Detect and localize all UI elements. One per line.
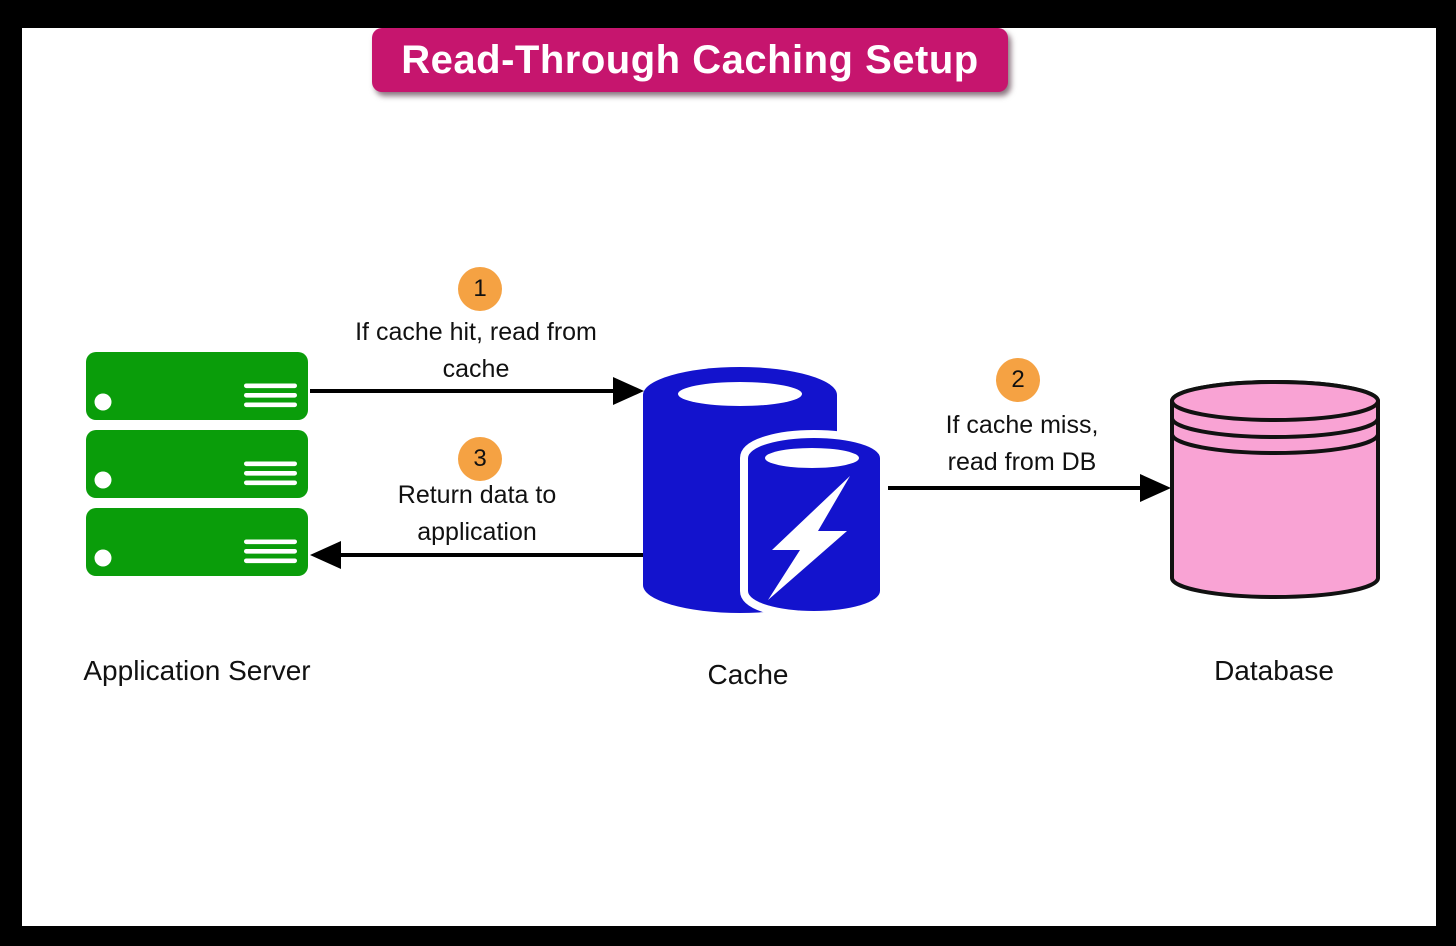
step-3-number: 3: [473, 445, 487, 472]
arrow-cache-to-database: [881, 474, 1171, 502]
cache-front-cylinder: [740, 430, 888, 619]
server-unit-2: [86, 430, 308, 498]
step-2-caption-line-1: If cache miss,: [945, 411, 1099, 439]
page-title: Read-Through Caching Setup: [401, 37, 979, 82]
server-unit-1: [86, 352, 308, 420]
server-stack-icon: [86, 352, 308, 576]
step-1-badge: 1: [458, 267, 502, 311]
step-3-caption: Return data to application: [297, 477, 657, 551]
server-unit-3: [86, 508, 308, 576]
cache-label: Cache: [707, 659, 789, 690]
database-cylinder-icon: [1170, 380, 1380, 599]
step-2-badge: 2: [996, 358, 1040, 402]
arrow-app-to-cache: [310, 377, 644, 405]
arrow-cache-to-app: [310, 541, 646, 569]
step-2-number: 2: [1011, 366, 1025, 393]
title-banner: Read-Through Caching Setup: [372, 28, 1008, 92]
database-label: Database: [1214, 655, 1334, 686]
step-2-caption-line-2: read from DB: [947, 448, 1097, 476]
step-1-caption-line-1: If cache hit, read from: [355, 318, 597, 346]
step-1-caption-line-2: cache: [442, 355, 510, 383]
step-1-number: 1: [473, 275, 487, 302]
step-3-badge: 3: [458, 437, 502, 481]
app-server-label: Application Server: [83, 655, 311, 686]
step-1-caption: If cache hit, read from cache: [296, 314, 656, 388]
step-3-caption-line-2: application: [417, 518, 537, 546]
lightning-bolt-icon: [768, 476, 850, 600]
cache-cylinders-lightning-icon: [643, 367, 888, 619]
step-2-caption: If cache miss, read from DB: [872, 407, 1172, 481]
step-3-caption-line-1: Return data to: [397, 481, 557, 509]
